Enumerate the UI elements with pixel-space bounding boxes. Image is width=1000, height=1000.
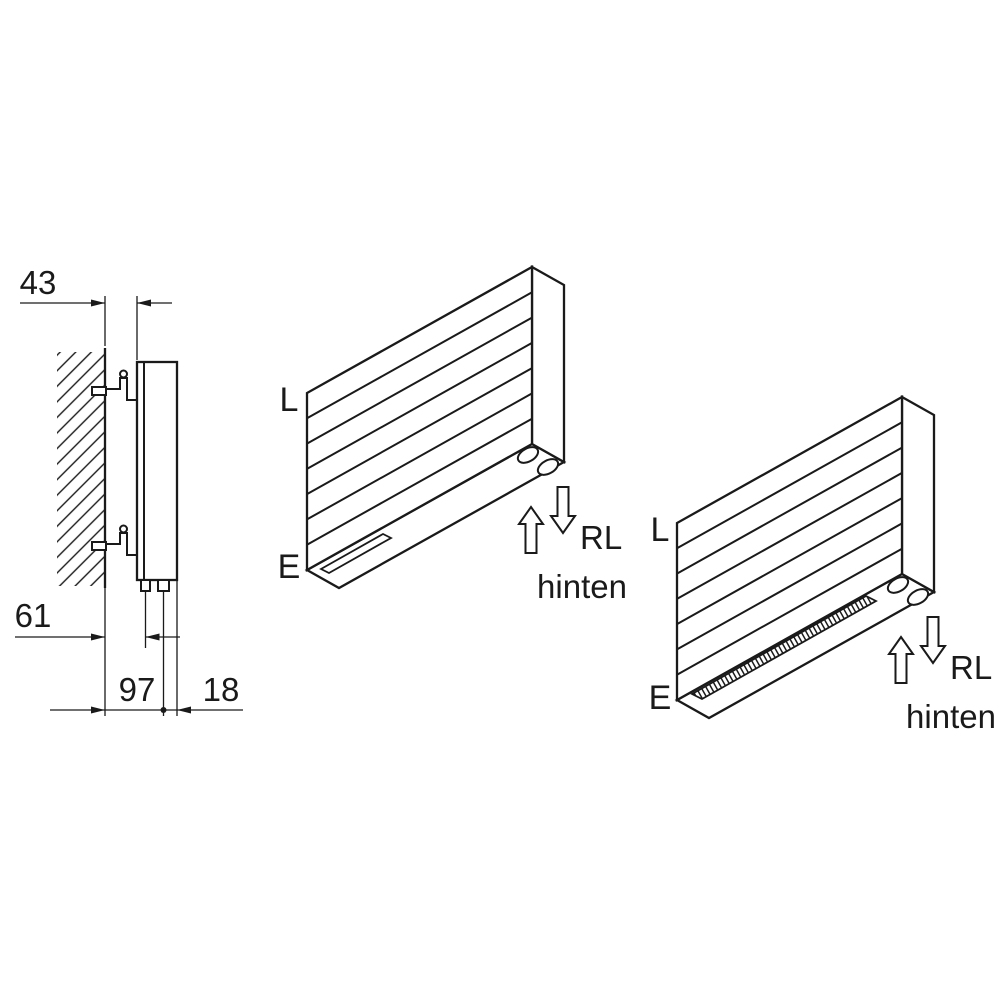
flow-direction-arrows	[887, 616, 947, 684]
bottom-vent-grille	[690, 594, 878, 701]
label-outlet-l: L	[280, 381, 299, 419]
label-rl: RL	[580, 519, 622, 556]
down-arrow-icon	[919, 616, 947, 665]
label-inlet-e: E	[278, 548, 301, 586]
flow-direction-arrows	[517, 486, 577, 554]
dim-label-bottom-left: 97	[119, 671, 156, 708]
label-rl: RL	[950, 649, 992, 686]
wall-bracket-bottom	[91, 524, 137, 556]
down-arrow-icon	[549, 486, 577, 535]
label-hinten: hinten	[537, 568, 627, 605]
dimension-61: 61	[15, 597, 180, 641]
radiator-front-face	[305, 265, 534, 572]
radiator-panel-section	[135, 360, 179, 592]
radiator-front-face	[675, 395, 904, 702]
dim-label-bottom-right: 18	[203, 671, 240, 708]
bottom-air-slot	[319, 532, 393, 575]
radiator-end-face	[900, 395, 936, 594]
wall-bracket-top	[91, 369, 137, 401]
up-arrow-icon	[887, 635, 915, 684]
dim-label-middle: 61	[15, 597, 52, 634]
dimension-extension-lines	[104, 296, 178, 716]
radiator-end-face	[530, 265, 566, 464]
pipe-stub-1	[140, 579, 151, 592]
pipe-stub-2	[157, 579, 170, 592]
dimension-97-18: 97 18	[50, 671, 243, 714]
connection-ports	[886, 576, 930, 606]
label-inlet-e: E	[649, 679, 672, 717]
dim-label-top: 43	[20, 264, 57, 301]
dimension-junction-dot	[160, 707, 167, 713]
iso-radiator-grille: L E RL hinten	[649, 395, 996, 735]
radiator-slat-lines	[676, 421, 903, 676]
label-outlet-l: L	[651, 511, 670, 549]
connection-ports	[516, 446, 560, 476]
label-hinten: hinten	[906, 698, 996, 735]
dimension-43: 43	[20, 264, 172, 307]
iso-radiator-slot: L E RL hinten	[278, 265, 627, 605]
section-view: 43 61 97 18	[15, 264, 243, 716]
up-arrow-icon	[517, 505, 545, 554]
radiator-slat-lines	[306, 291, 533, 546]
